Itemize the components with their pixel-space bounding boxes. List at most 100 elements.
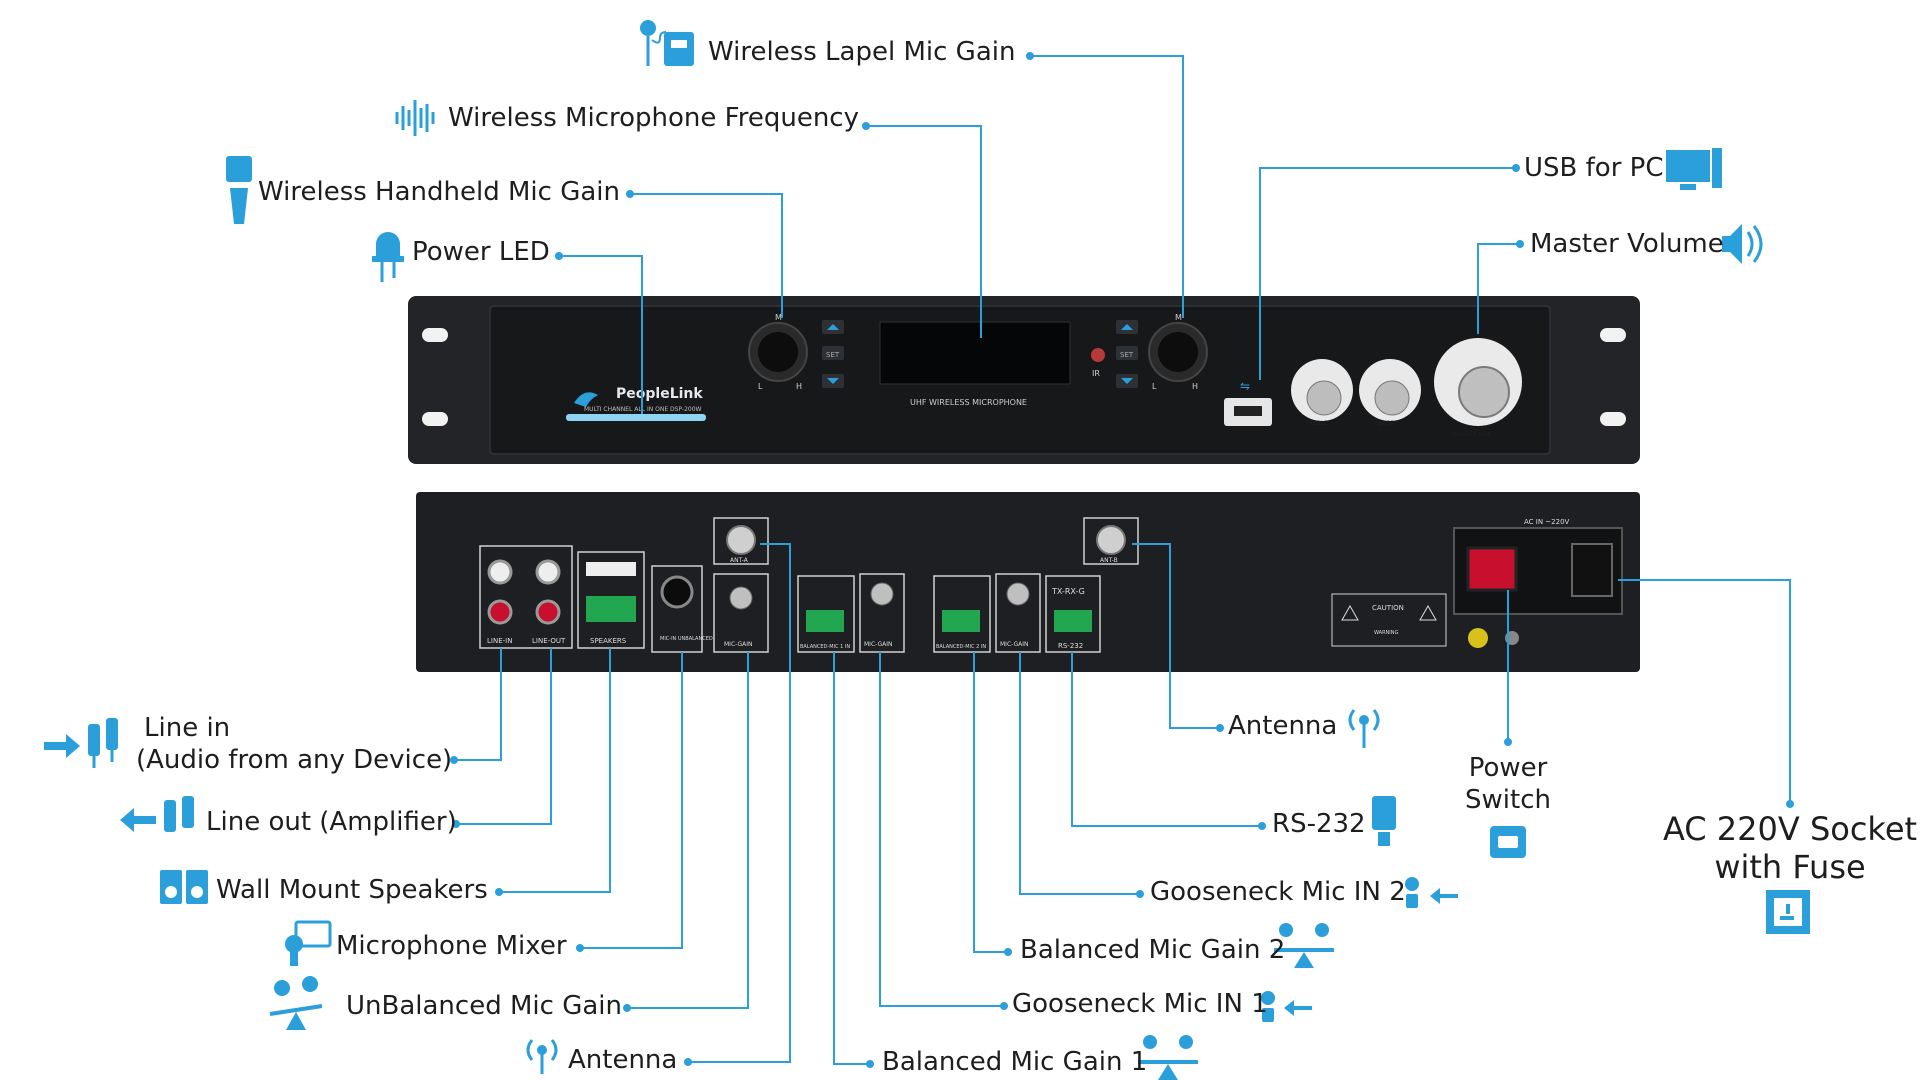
leader-dots [450, 52, 1794, 1068]
master-label: MASTER VOL [1452, 431, 1491, 438]
leader-rs232 [1071, 652, 1262, 827]
line-in-tag: LINE-IN [487, 637, 512, 645]
usb-port-slot [1234, 406, 1262, 416]
speaker-icon [1722, 224, 1763, 264]
knob-m-label: M [775, 313, 782, 322]
rack-hole [1600, 412, 1626, 426]
leader-balanced-gain-1 [833, 652, 870, 1065]
leader-line-in [454, 648, 502, 761]
rs232-terminal[interactable] [1054, 610, 1092, 632]
leader-unbalanced-gain [627, 652, 749, 1009]
mic-in-jack[interactable] [660, 575, 694, 609]
balance-icon [1274, 923, 1334, 968]
master-volume-knob[interactable] [1458, 366, 1510, 418]
label-wireless-microphone-frequency: Wireless Microphone Frequency [448, 103, 859, 133]
mic-in-frame [651, 565, 703, 653]
rack-hole [1600, 328, 1626, 342]
leader-dot [1504, 738, 1512, 746]
speakers-icon [160, 870, 208, 904]
down-arrow-icon [827, 378, 839, 384]
line-out-rca-red[interactable] [535, 599, 561, 625]
set-button-left[interactable] [822, 346, 844, 360]
set-label-right: SET [1120, 351, 1134, 359]
knob-m-label-2: M [1175, 313, 1182, 322]
label-balanced-mic-gain-2: Balanced Mic Gain 2 [1020, 935, 1286, 965]
label-usb-for-pc: USB for PC [1524, 153, 1664, 183]
leader-dot [626, 190, 634, 198]
line-out-rca-white[interactable] [535, 559, 561, 585]
lapel-mic-icon [640, 20, 694, 66]
leader-gooseneck-1 [879, 652, 1004, 1007]
balance-icon [1138, 1035, 1198, 1080]
jack-in-icon [44, 718, 118, 768]
warning-triangle-icon [1419, 604, 1437, 621]
warning-tag: WARNING [1374, 630, 1399, 636]
led-icon [372, 232, 404, 282]
leader-dot [684, 1058, 692, 1066]
leader-dot [866, 1060, 874, 1068]
label-switch: Switch [1465, 785, 1551, 815]
line-io-frame [479, 545, 573, 649]
ant-b-frame [1083, 517, 1139, 565]
up-arrow-icon [827, 324, 839, 330]
monitor-icon [1666, 148, 1722, 190]
label-unbalanced-mic-gain: UnBalanced Mic Gain [346, 991, 622, 1021]
ant-b-connector[interactable] [1096, 525, 1126, 555]
knob-l-label-2: L [1152, 382, 1157, 391]
balanced-gain2-pot[interactable] [1006, 582, 1030, 606]
gooseneck-icon [1261, 991, 1312, 1022]
power-switch[interactable] [1466, 546, 1518, 592]
label-wireless-handheld-mic-gain: Wireless Handheld Mic Gain [258, 177, 620, 207]
caution-plate [1331, 593, 1447, 647]
leader-dot [1512, 164, 1520, 172]
rack-hole [422, 412, 448, 426]
label-line-out: Line out (Amplifier) [206, 807, 457, 837]
leader-dot [623, 1004, 631, 1012]
balanced-mic1-frame [797, 575, 855, 653]
leader-dot [1136, 890, 1144, 898]
power-switch-icon [1490, 826, 1526, 858]
label-line-in-sub: (Audio from any Device) [136, 745, 453, 775]
leader-speakers [499, 648, 611, 893]
ac-socket[interactable] [1571, 543, 1613, 597]
leader-dot [452, 820, 460, 828]
set-button-right[interactable] [1116, 346, 1138, 360]
label-line-in: Line in [144, 713, 231, 743]
line-in-rca-red[interactable] [487, 599, 513, 625]
jack-out-icon [120, 796, 194, 832]
leader-lines [454, 55, 1791, 1065]
unbalanced-gain-pot[interactable] [729, 586, 753, 610]
leader-usb [1259, 167, 1516, 380]
label-power-led: Power LED [412, 237, 550, 267]
speaker-terminal[interactable] [586, 596, 636, 622]
leader-frequency [866, 125, 982, 338]
up-arrow-icon [1121, 324, 1133, 330]
balanced-mic2-frame [933, 575, 991, 653]
rs232-icon [1372, 796, 1396, 846]
line-in-rca-white[interactable] [487, 559, 513, 585]
leader-dot [1258, 822, 1266, 830]
knob-h-label-2: H [1192, 382, 1198, 391]
label-rs-232: RS-232 [1272, 809, 1366, 839]
treble-knob[interactable] [1306, 380, 1342, 416]
balance-icon [269, 976, 323, 1030]
mixer-icon [285, 920, 332, 966]
tx-rx-g-tag: TX-RX-G [1051, 587, 1085, 596]
leader-ac-socket [1618, 579, 1791, 804]
balanced-mic1-terminal[interactable] [806, 610, 844, 632]
caution-tag: CAUTION [1372, 604, 1404, 612]
leader-power-led [559, 255, 643, 414]
label-microphone-mixer: Microphone Mixer [336, 931, 567, 961]
set-label-left: SET [826, 351, 840, 359]
bass-knob[interactable] [1374, 380, 1410, 416]
lapel-gain-knob-cap [1158, 332, 1198, 372]
usb-symbol-icon: ⇋ [1240, 379, 1250, 393]
leader-handheld [630, 193, 783, 318]
leader-dot [450, 756, 458, 764]
label-power: Power [1468, 753, 1548, 783]
leader-dot [1004, 948, 1012, 956]
balanced-mic2-terminal[interactable] [942, 610, 980, 632]
ant-a-connector[interactable] [726, 525, 756, 555]
balanced-gain1-pot[interactable] [870, 582, 894, 606]
